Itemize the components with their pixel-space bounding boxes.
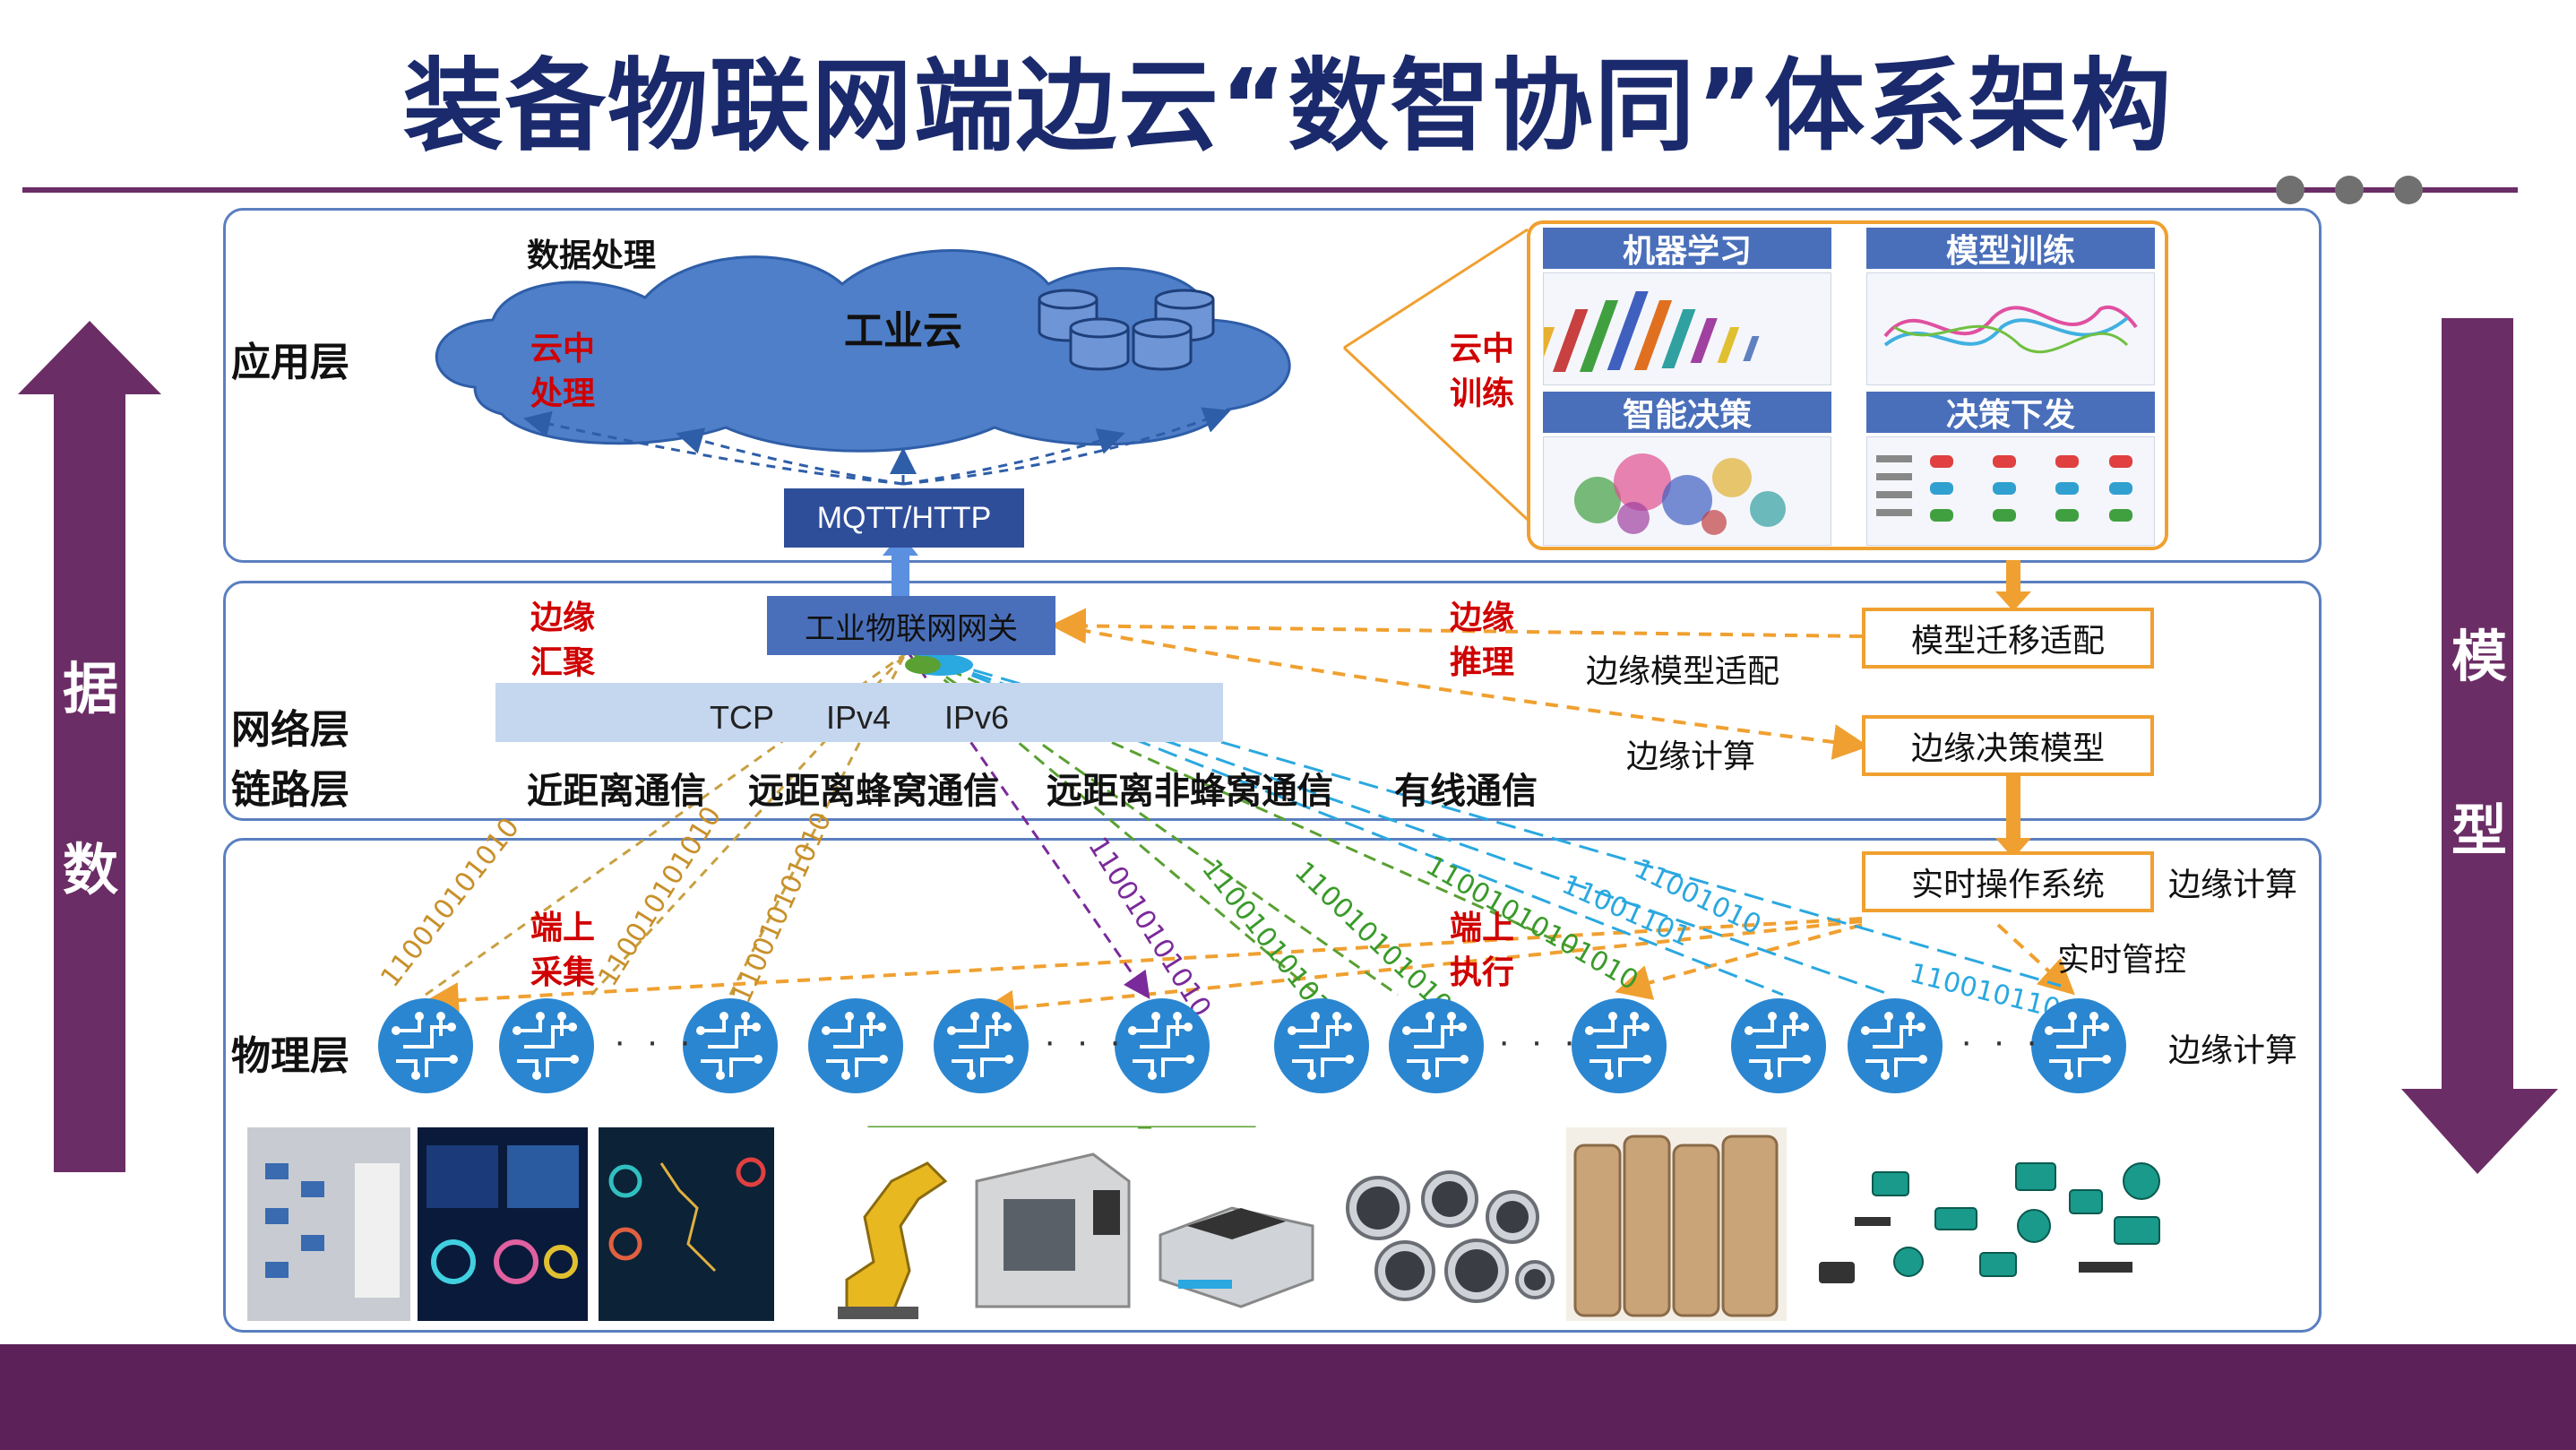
circuit-node-icon [1731, 998, 1826, 1093]
edge-inference-red-1: 边缘 [1450, 600, 1515, 636]
ellipsis-4: · · · [1960, 1022, 2044, 1061]
side-label-data-0: 数 [63, 837, 119, 902]
comm-cellular: 远距离蜂窝通信 [748, 771, 999, 812]
model-migration-box: 模型迁移适配 [1862, 608, 2154, 669]
divider-dot [2276, 176, 2305, 204]
circuit-node-icon [1115, 998, 1210, 1093]
network-layer-label: 网络层 [231, 707, 349, 753]
circuit-node-icon [1572, 998, 1667, 1093]
edge-model-adapt-label: 边缘模型适配 [1586, 653, 1780, 690]
physical-layer-label: 物理层 [231, 1033, 349, 1079]
monitoring-screen-photo-3 [599, 1127, 774, 1321]
machine-learning-image [1543, 272, 1831, 385]
device-exec-red-2: 执行 [1450, 954, 1515, 991]
machine-learning-header: 机器学习 [1543, 228, 1831, 270]
industrial-robot-photo [811, 1127, 963, 1321]
side-label-model-1: 型 [2451, 798, 2508, 863]
circuit-node-icon [2031, 998, 2126, 1093]
edge-aggregation-red-2: 汇聚 [530, 644, 596, 681]
model-down-arrow [2401, 318, 2558, 1174]
ellipsis-2: · · · [1044, 1022, 1127, 1061]
cloud-training-red-1: 云中 [1450, 331, 1515, 367]
circuit-node-icon [1389, 998, 1484, 1093]
rtos-box: 实时操作系统 [1862, 851, 2154, 912]
application-layer-label: 应用层 [231, 340, 349, 385]
database-icon [1038, 289, 1215, 371]
divider-dot [2335, 176, 2364, 204]
circuit-node-icon [1274, 998, 1369, 1093]
side-label-data-1: 据 [63, 656, 119, 721]
circuit-node-icon [808, 998, 903, 1093]
protocol-ipv6: IPv6 [944, 699, 1010, 736]
comm-near: 近距离通信 [527, 771, 706, 812]
circuit-node-icon [378, 998, 473, 1093]
edge-compute-label-physical: 边缘计算 [2168, 1032, 2298, 1069]
comm-non-cellular: 远距离非蜂窝通信 [1047, 771, 1333, 812]
material-drums-photo [1566, 1127, 1787, 1321]
footer-band [0, 1344, 2576, 1450]
steel-pipes-photo [1324, 1127, 1555, 1321]
agv-cart-photo [1151, 1127, 1320, 1321]
side-label-model-0: 模 [2451, 624, 2508, 689]
monitoring-screen-photo-1 [247, 1127, 410, 1321]
title-divider [22, 187, 2518, 193]
data-up-arrow [18, 321, 161, 1172]
edge-aggregation-red-1: 边缘 [530, 600, 596, 636]
divider-dot [2394, 176, 2423, 204]
device-exec-red-1: 端上 [1450, 910, 1515, 946]
link-layer-label: 链路层 [231, 767, 349, 813]
page-title: 装备物联网端边云“数智协同”体系架构 [402, 48, 2174, 165]
protocol-tcp: TCP [710, 699, 774, 736]
realtime-control-label: 实时管控 [2057, 942, 2187, 979]
device-collect-red-2: 采集 [530, 954, 596, 991]
edge-inference-red-2: 推理 [1450, 644, 1515, 681]
protocol-band [495, 683, 1223, 742]
circuit-node-icon [934, 998, 1029, 1093]
circuit-node-icon [1848, 998, 1943, 1093]
device-collect-red-1: 端上 [530, 910, 596, 946]
decision-dispatch-header: 决策下发 [1866, 392, 2155, 434]
monitoring-screen-photo-2 [418, 1127, 588, 1321]
ellipsis-1: · · · [614, 1022, 697, 1061]
cloud-processing-red-1: 云中 [530, 331, 596, 367]
iot-gateway-box: 工业物联网网关 [767, 596, 1055, 655]
cloud-training-red-2: 训练 [1450, 375, 1515, 412]
edge-decision-model-box: 边缘决策模型 [1862, 715, 2154, 776]
ellipsis-3: · · · [1498, 1022, 1581, 1061]
comm-wired: 有线通信 [1394, 771, 1538, 812]
protocol-ipv4: IPv4 [826, 699, 892, 736]
model-training-image [1866, 272, 2155, 385]
circuit-node-icon [683, 998, 778, 1093]
data-processing-label: 数据处理 [527, 237, 657, 274]
edge-compute-label-rtos: 边缘计算 [2168, 867, 2298, 903]
decision-dispatch-image [1866, 436, 2155, 546]
cloud-processing-red-2: 处理 [530, 375, 596, 412]
smart-decision-image [1543, 436, 1831, 546]
smart-decision-header: 智能决策 [1543, 392, 1831, 434]
mqtt-http-box: MQTT/HTTP [784, 488, 1024, 548]
model-training-header: 模型训练 [1866, 228, 2155, 270]
sensors-photo [1801, 1127, 2195, 1321]
industrial-cloud-label: 工业云 [844, 308, 962, 354]
cnc-machine-photo [959, 1127, 1138, 1321]
cloud-training-panel [1527, 220, 2168, 550]
edge-compute-label-network: 边缘计算 [1626, 738, 1756, 775]
circuit-node-icon [499, 998, 594, 1093]
